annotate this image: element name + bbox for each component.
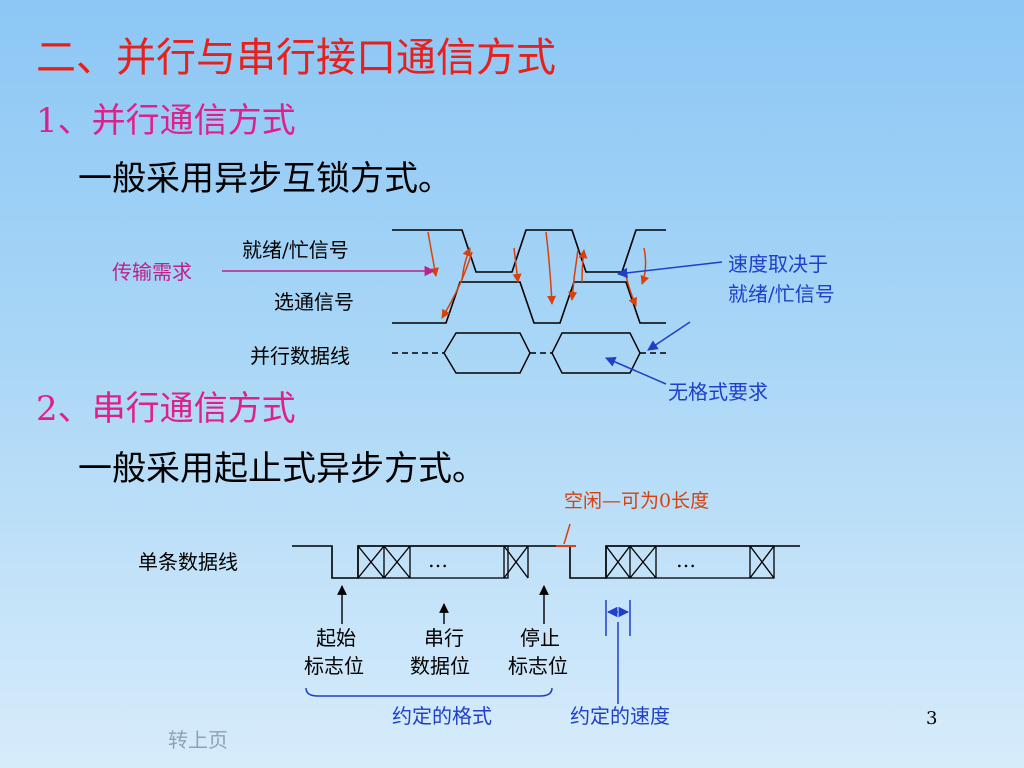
speed-note-line2: 就绪/忙信号 (728, 282, 835, 306)
serial-waveform (292, 545, 800, 579)
frame-2 (605, 545, 775, 579)
format-brace (305, 687, 553, 697)
label-data-line: 并行数据线 (250, 344, 350, 368)
stop-bit-line2: 标志位 (508, 654, 568, 678)
handshake-arrows (427, 231, 650, 319)
label-strobe: 选通信号 (274, 290, 354, 314)
speed-note-arrow-2 (647, 321, 691, 351)
section1-text: 一般采用异步互锁方式。 (78, 159, 452, 199)
frame-1 (357, 545, 529, 579)
section2-heading: 2、串行通信方式 (36, 389, 296, 429)
label-transfer-request: 传输需求 (112, 260, 192, 284)
idle-note: 空闲—可为0长度 (564, 490, 710, 512)
serial-data-line1: 串行 (424, 626, 464, 650)
slide-title: 二、并行与串行接口通信方式 (36, 35, 556, 81)
ellipsis-2: … (676, 548, 696, 572)
idle-pointer (563, 523, 571, 545)
label-ready-busy: 就绪/忙信号 (242, 238, 349, 262)
agreed-format: 约定的格式 (392, 704, 492, 728)
section2-text: 一般采用起止式异步方式。 (78, 449, 486, 489)
agreed-speed: 约定的速度 (570, 704, 670, 728)
speed-bracket (605, 600, 631, 704)
speed-note-line1: 速度取决于 (728, 252, 828, 276)
back-link[interactable]: 转上页 (168, 728, 228, 752)
format-note-arrow (605, 356, 667, 385)
serial-data-line2: 数据位 (410, 654, 470, 678)
parallel-data-waveform (392, 332, 666, 374)
bit-pointer-arrows (337, 585, 549, 624)
start-bit-line1: 起始 (316, 626, 356, 650)
label-single-data-line: 单条数据线 (138, 550, 238, 574)
ellipsis-1: … (428, 548, 448, 572)
page-number: 3 (926, 708, 938, 729)
format-note: 无格式要求 (668, 380, 768, 404)
start-bit-line2: 标志位 (304, 654, 364, 678)
stop-bit-line1: 停止 (520, 626, 560, 650)
speed-note-arrow-1 (616, 261, 723, 279)
section1-heading: 1、并行通信方式 (36, 101, 296, 141)
